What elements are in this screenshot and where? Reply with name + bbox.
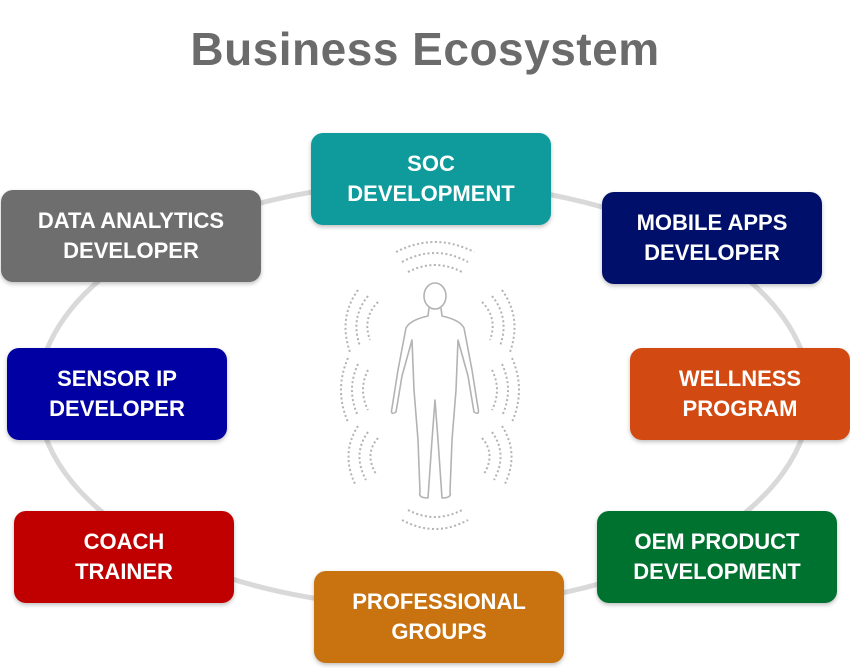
- node-coach-trainer: COACH TRAINER: [14, 511, 234, 603]
- node-wellness-line-1: WELLNESS: [678, 366, 802, 391]
- node-sensor-line-1: SENSOR IP: [57, 366, 177, 391]
- node-coach-line-2: TRAINER: [75, 559, 173, 584]
- node-soc-line-2: DEVELOPMENT: [347, 181, 515, 206]
- node-sensor-ip-developer: SENSOR IP DEVELOPER: [7, 348, 227, 440]
- node-data-line-2: DEVELOPER: [63, 238, 199, 263]
- node-wellness-line-2: PROGRAM: [682, 396, 798, 421]
- human-body-with-sensor-waves-icon: [340, 241, 520, 530]
- node-professional-line-1: PROFESSIONAL: [352, 589, 526, 614]
- node-wellness-program: WELLNESS PROGRAM: [630, 348, 850, 440]
- node-professional-groups: PROFESSIONAL GROUPS: [314, 571, 564, 663]
- node-oem-product-development: OEM PRODUCT DEVELOPMENT: [597, 511, 837, 603]
- node-sensor-line-2: DEVELOPER: [49, 396, 185, 421]
- node-soc-line-1: SOC: [407, 151, 455, 176]
- node-data-line-1: DATA ANALYTICS: [37, 208, 225, 233]
- node-oem-line-2: DEVELOPMENT: [633, 559, 801, 584]
- node-data-analytics-developer: DATA ANALYTICS DEVELOPER: [1, 190, 261, 282]
- node-mobile-line-2: DEVELOPER: [644, 240, 780, 265]
- node-mobile-line-1: MOBILE APPS: [636, 210, 788, 235]
- node-mobile-apps-developer: MOBILE APPS DEVELOPER: [602, 192, 822, 284]
- diagram-title: Business Ecosystem: [190, 23, 660, 75]
- node-oem-line-1: OEM PRODUCT: [634, 529, 800, 554]
- node-soc-development: SOC DEVELOPMENT: [311, 133, 551, 225]
- node-professional-line-2: GROUPS: [391, 619, 487, 644]
- node-coach-line-1: COACH: [83, 529, 165, 554]
